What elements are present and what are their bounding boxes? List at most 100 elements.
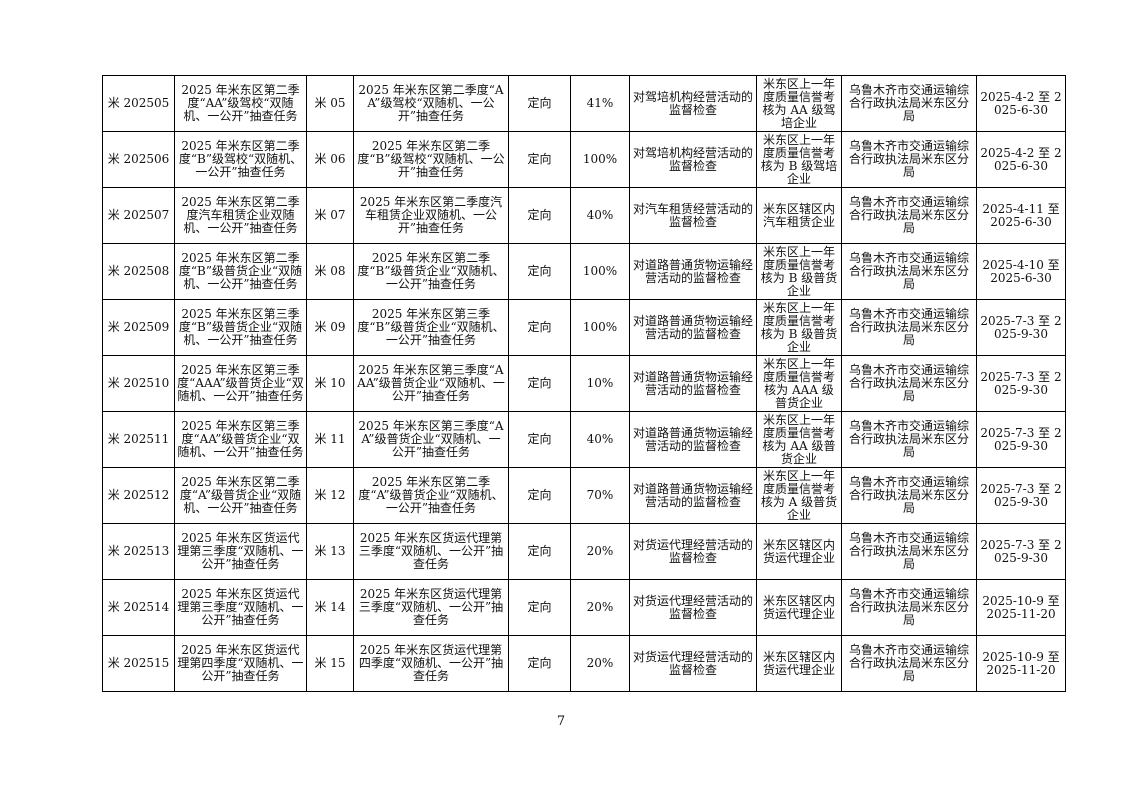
check-item-cell: 对道路普通货物运输经营活动的监督检查 bbox=[629, 355, 757, 412]
sampling-ratio-cell: 20% bbox=[570, 635, 630, 692]
check-type-cell: 定向 bbox=[508, 243, 571, 300]
check-object-cell: 米东区辖区内汽车租赁企业 bbox=[756, 187, 842, 244]
check-item-cell: 对汽车租赁经营活动的监督检查 bbox=[629, 187, 757, 244]
check-period-cell: 2025-7-3 至 2025-9-30 bbox=[976, 467, 1066, 524]
sampling-ratio-cell: 100% bbox=[570, 243, 630, 300]
task-number-cell: 米 14 bbox=[306, 579, 354, 636]
check-object-cell: 米东区辖区内货运代理企业 bbox=[756, 579, 842, 636]
check-object-cell: 米东区上一年度质量信誉考核为 AAA 级普货企业 bbox=[756, 355, 842, 412]
sampling-ratio-cell: 41% bbox=[570, 75, 630, 132]
check-department-cell: 乌鲁木齐市交通运输综合行政执法局米东区分局 bbox=[841, 355, 977, 412]
task-code-cell: 米 202515 bbox=[102, 635, 175, 692]
page-number: 7 bbox=[556, 714, 566, 729]
sampling-ratio-cell: 100% bbox=[570, 131, 630, 188]
check-object-cell: 米东区辖区内货运代理企业 bbox=[756, 635, 842, 692]
task-title-cell: 2025 年米东区货运代理第三季度“双随机、一公开”抽查任务 bbox=[353, 523, 509, 580]
task-title-cell: 2025 年米东区第三季度“AA”级普货企业“双随机、一公开”抽查任务 bbox=[353, 411, 509, 468]
check-period-cell: 2025-7-3 至 2025-9-30 bbox=[976, 523, 1066, 580]
task-name-cell: 2025 年米东区第二季度“A”级普货企业“双随机、一公开”抽查任务 bbox=[174, 467, 307, 524]
task-number-cell: 米 06 bbox=[306, 131, 354, 188]
task-code-cell: 米 202506 bbox=[102, 131, 175, 188]
table-row: 米 202509 2025 年米东区第三季度“B”级普货企业“双随机、一公开”抽查… bbox=[102, 299, 1066, 356]
sampling-ratio-cell: 10% bbox=[570, 355, 630, 412]
task-code-cell: 米 202507 bbox=[102, 187, 175, 244]
check-item-cell: 对道路普通货物运输经营活动的监督检查 bbox=[629, 467, 757, 524]
check-item-cell: 对驾培机构经营活动的监督检查 bbox=[629, 131, 757, 188]
check-department-cell: 乌鲁木齐市交通运输综合行政执法局米东区分局 bbox=[841, 467, 977, 524]
check-type-cell: 定向 bbox=[508, 579, 571, 636]
sampling-ratio-cell: 100% bbox=[570, 299, 630, 356]
task-title-cell: 2025 年米东区货运代理第四季度“双随机、一公开”抽查任务 bbox=[353, 635, 509, 692]
check-period-cell: 2025-4-2 至 2025-6-30 bbox=[976, 75, 1066, 132]
check-object-cell: 米东区上一年度质量信誉考核为 AA 级驾培企业 bbox=[756, 75, 842, 132]
check-item-cell: 对货运代理经营活动的监督检查 bbox=[629, 523, 757, 580]
task-name-cell: 2025 年米东区第二季度“AA”级驾校“双随机、一公开”抽查任务 bbox=[174, 75, 307, 132]
task-name-cell: 2025 年米东区货运代理第三季度“双随机、一公开”抽查任务 bbox=[174, 523, 307, 580]
sampling-ratio-cell: 40% bbox=[570, 187, 630, 244]
check-object-cell: 米东区上一年度质量信誉考核为 B 级普货企业 bbox=[756, 299, 842, 356]
check-period-cell: 2025-10-9 至 2025-11-20 bbox=[976, 635, 1066, 692]
check-department-cell: 乌鲁木齐市交通运输综合行政执法局米东区分局 bbox=[841, 243, 977, 300]
check-type-cell: 定向 bbox=[508, 75, 571, 132]
check-type-cell: 定向 bbox=[508, 411, 571, 468]
task-number-cell: 米 12 bbox=[306, 467, 354, 524]
check-item-cell: 对驾培机构经营活动的监督检查 bbox=[629, 75, 757, 132]
check-type-cell: 定向 bbox=[508, 635, 571, 692]
task-number-cell: 米 07 bbox=[306, 187, 354, 244]
sampling-ratio-cell: 20% bbox=[570, 523, 630, 580]
task-code-cell: 米 202510 bbox=[102, 355, 175, 412]
task-code-cell: 米 202508 bbox=[102, 243, 175, 300]
check-object-cell: 米东区上一年度质量信誉考核为 A 级普货企业 bbox=[756, 467, 842, 524]
check-item-cell: 对货运代理经营活动的监督检查 bbox=[629, 579, 757, 636]
check-period-cell: 2025-7-3 至 2025-9-30 bbox=[976, 411, 1066, 468]
task-name-cell: 2025 年米东区第二季度汽车租赁企业双随机、一公开”抽查任务 bbox=[174, 187, 307, 244]
check-type-cell: 定向 bbox=[508, 299, 571, 356]
task-number-cell: 米 09 bbox=[306, 299, 354, 356]
task-title-cell: 2025 年米东区第二季度“B”级普货企业“双随机、一公开”抽查任务 bbox=[353, 243, 509, 300]
check-type-cell: 定向 bbox=[508, 523, 571, 580]
task-name-cell: 2025 年米东区货运代理第三季度“双随机、一公开”抽查任务 bbox=[174, 579, 307, 636]
check-department-cell: 乌鲁木齐市交通运输综合行政执法局米东区分局 bbox=[841, 299, 977, 356]
task-name-cell: 2025 年米东区第二季度“B”级普货企业“双随机、一公开”抽查任务 bbox=[174, 243, 307, 300]
task-name-cell: 2025 年米东区第三季度“AA”级普货企业“双随机、一公开”抽查任务 bbox=[174, 411, 307, 468]
check-item-cell: 对货运代理经营活动的监督检查 bbox=[629, 635, 757, 692]
check-object-cell: 米东区辖区内货运代理企业 bbox=[756, 523, 842, 580]
task-number-cell: 米 10 bbox=[306, 355, 354, 412]
task-code-cell: 米 202505 bbox=[102, 75, 175, 132]
check-period-cell: 2025-7-3 至 2025-9-30 bbox=[976, 355, 1066, 412]
task-number-cell: 米 11 bbox=[306, 411, 354, 468]
task-name-cell: 2025 年米东区第二季度“B”级驾校“双随机、一公开”抽查任务 bbox=[174, 131, 307, 188]
check-period-cell: 2025-10-9 至 2025-11-20 bbox=[976, 579, 1066, 636]
check-item-cell: 对道路普通货物运输经营活动的监督检查 bbox=[629, 299, 757, 356]
check-department-cell: 乌鲁木齐市交通运输综合行政执法局米东区分局 bbox=[841, 411, 977, 468]
task-title-cell: 2025 年米东区第二季度“AA”级驾校“双随机、一公开”抽查任务 bbox=[353, 75, 509, 132]
task-code-cell: 米 202512 bbox=[102, 467, 175, 524]
task-number-cell: 米 05 bbox=[306, 75, 354, 132]
task-title-cell: 2025 年米东区第三季度“AAA”级普货企业“双随机、一公开”抽查任务 bbox=[353, 355, 509, 412]
check-type-cell: 定向 bbox=[508, 187, 571, 244]
task-code-cell: 米 202514 bbox=[102, 579, 175, 636]
task-title-cell: 2025 年米东区第二季度“A”级普货企业“双随机、一公开”抽查任务 bbox=[353, 467, 509, 524]
task-number-cell: 米 08 bbox=[306, 243, 354, 300]
check-object-cell: 米东区上一年度质量信誉考核为 AA 级普货企业 bbox=[756, 411, 842, 468]
check-period-cell: 2025-4-11 至 2025-6-30 bbox=[976, 187, 1066, 244]
task-title-cell: 2025 年米东区第三季度“B”级普货企业“双随机、一公开”抽查任务 bbox=[353, 299, 509, 356]
task-name-cell: 2025 年米东区第三季度“AAA”级普货企业“双随机、一公开”抽查任务 bbox=[174, 355, 307, 412]
task-title-cell: 2025 年米东区货运代理第三季度“双随机、一公开”抽查任务 bbox=[353, 579, 509, 636]
check-department-cell: 乌鲁木齐市交通运输综合行政执法局米东区分局 bbox=[841, 187, 977, 244]
check-type-cell: 定向 bbox=[508, 467, 571, 524]
task-code-cell: 米 202509 bbox=[102, 299, 175, 356]
check-object-cell: 米东区上一年度质量信誉考核为 B 级驾培企业 bbox=[756, 131, 842, 188]
sampling-ratio-cell: 20% bbox=[570, 579, 630, 636]
check-item-cell: 对道路普通货物运输经营活动的监督检查 bbox=[629, 243, 757, 300]
sampling-ratio-cell: 70% bbox=[570, 467, 630, 524]
task-code-cell: 米 202511 bbox=[102, 411, 175, 468]
check-department-cell: 乌鲁木齐市交通运输综合行政执法局米东区分局 bbox=[841, 635, 977, 692]
